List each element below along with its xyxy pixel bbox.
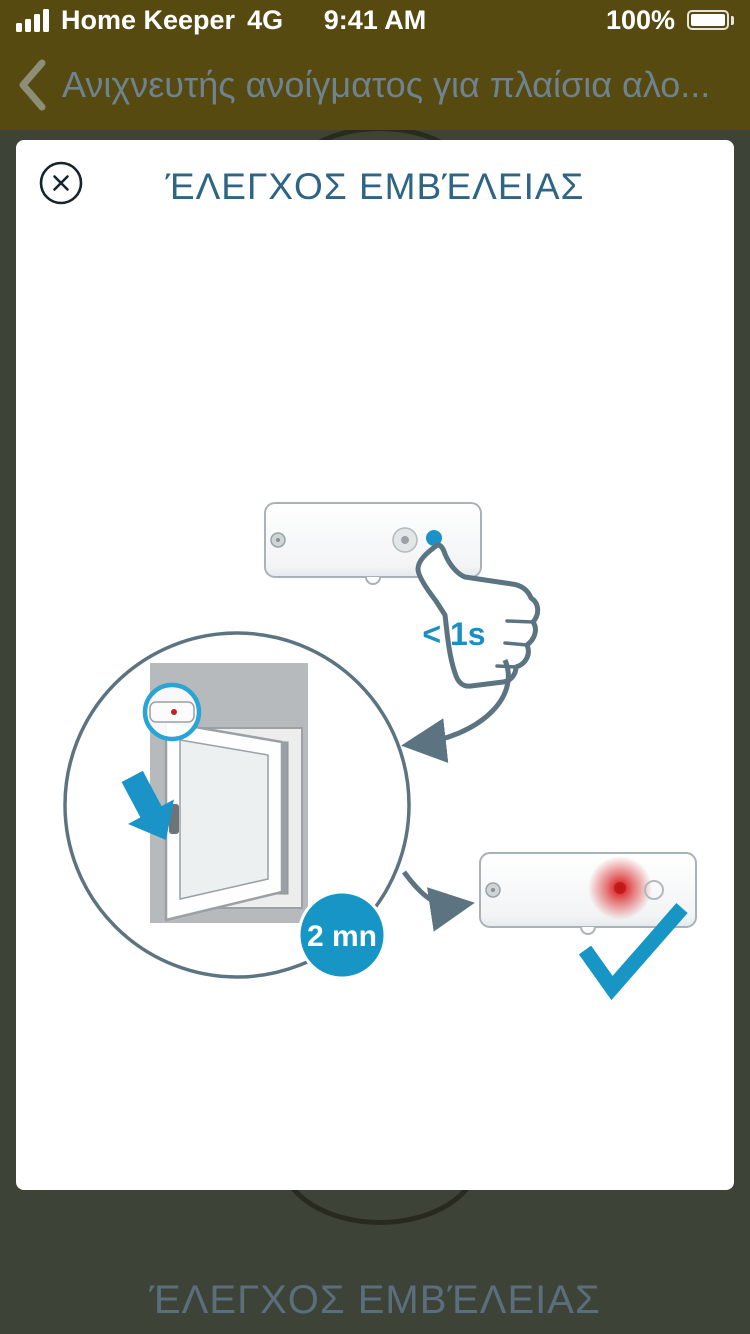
pointing-hand-icon [415, 542, 541, 689]
carrier-label: Home Keeper [61, 4, 236, 35]
nav-bar: Ανιχνευτής ανοίγματος για πλαίσια αλο... [0, 40, 750, 130]
wait-duration-badge: 2 mn [297, 890, 387, 980]
window-test-circle [63, 631, 411, 979]
press-duration-label: < 1s [422, 616, 485, 652]
arrow-to-result [401, 870, 475, 932]
status-bar: Home Keeper 4G 9:41 AM 100% [0, 0, 750, 40]
battery-icon [687, 10, 734, 30]
close-icon [39, 161, 83, 205]
back-chevron-icon[interactable] [14, 57, 48, 113]
modal-title: ΈΛΕΓΧΟΣ ΕΜΒΈΛΕΙΑΣ [165, 166, 585, 207]
checkmark-icon [578, 903, 688, 1001]
range-test-modal: ΈΛΕΓΧΟΣ ΕΜΒΈΛΕΙΑΣ [16, 140, 734, 1190]
wait-duration-label: 2 mn [307, 920, 377, 953]
nav-title: Ανιχνευτής ανοίγματος για πλαίσια αλο... [62, 64, 711, 105]
cellular-signal-icon [16, 8, 49, 32]
dimmed-header: Home Keeper 4G 9:41 AM 100% Ανιχνευτής α… [0, 0, 750, 130]
sensor-device-result [479, 852, 697, 935]
range-test-illustration: < 1s 2 mn [63, 502, 697, 1001]
close-button[interactable] [38, 160, 84, 206]
open-window-arrow [121, 770, 174, 840]
dimmed-page-title: ΈΛΕΓΧΟΣ ΕΜΒΈΛΕΙΑΣ [149, 1278, 601, 1322]
arrow-to-window [401, 659, 511, 763]
network-type-label: 4G [247, 4, 284, 35]
battery-percent-label: 100% [605, 4, 675, 35]
sensor-led-blue [426, 530, 442, 546]
